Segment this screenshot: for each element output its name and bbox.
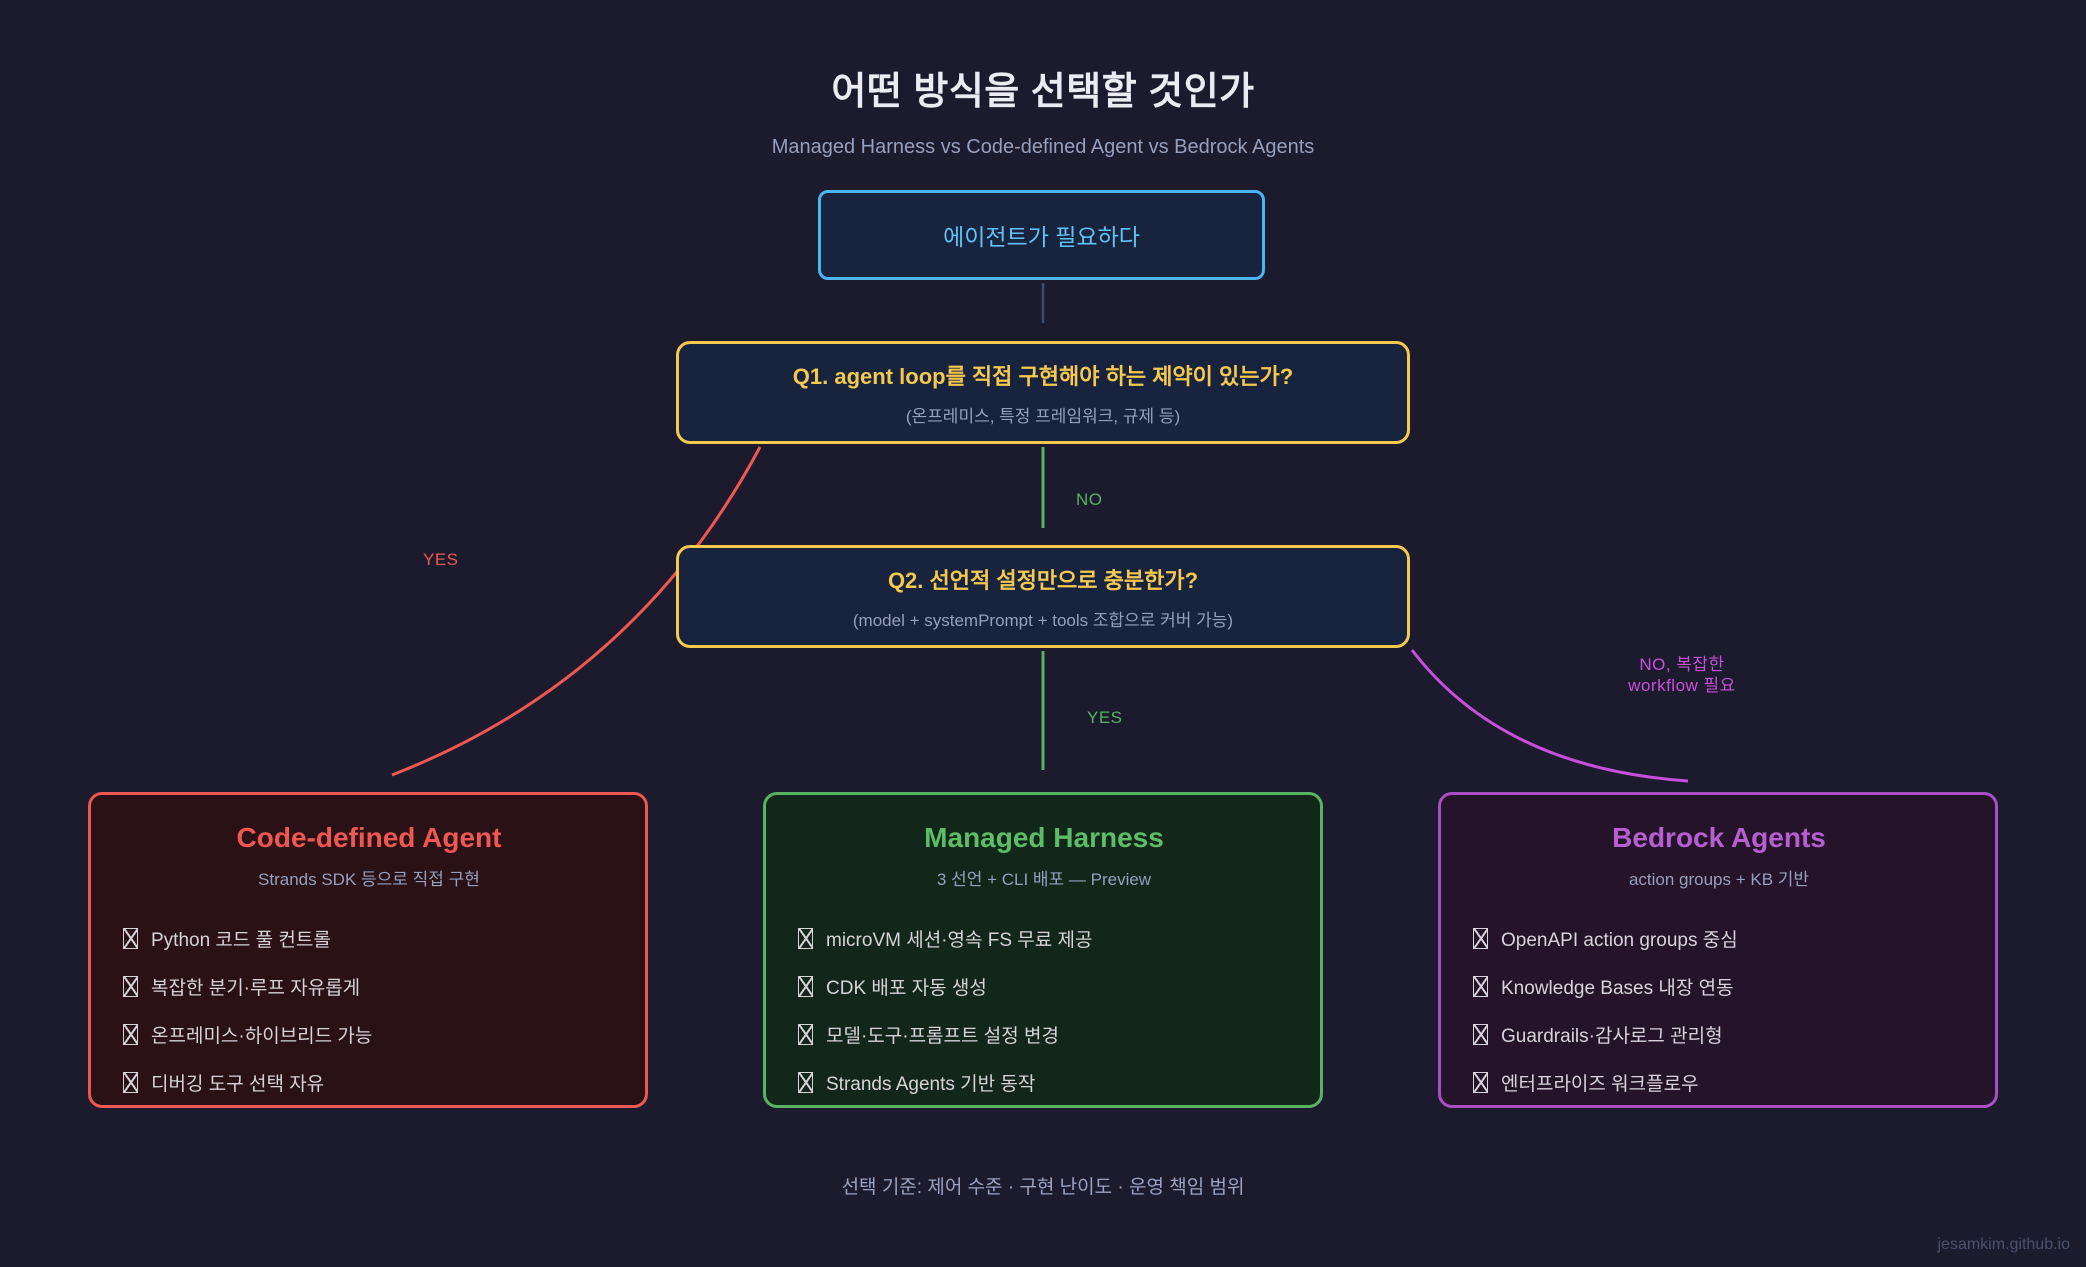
list-item: CDK 배포 자동 생성: [798, 973, 1290, 999]
list-item-label: OpenAPI action groups 중심: [1501, 929, 1738, 951]
selection-criteria-note: 선택 기준: 제어 수준 · 구현 난이도 · 운영 책임 범위: [841, 1177, 1245, 1198]
tofu-checkbox-icon: [1473, 1071, 1488, 1093]
card-code-defined-title: Code-defined Agent: [236, 822, 502, 853]
list-item-label: Python 코드 풀 컨트롤: [151, 929, 331, 951]
tofu-checkbox-icon: [798, 927, 813, 949]
list-item: 온프레미스·하이브리드 가능: [123, 1021, 615, 1047]
node-question-2: Q2. 선언적 설정만으로 충분한가? (model + systemPromp…: [676, 545, 1410, 648]
list-item: Python 코드 풀 컨트롤: [123, 925, 615, 951]
tofu-checkbox-icon: [798, 975, 813, 997]
tofu-checkbox-icon: [798, 1023, 813, 1045]
list-item: OpenAPI action groups 중심: [1473, 925, 1965, 951]
list-item-label: Knowledge Bases 내장 연동: [1501, 977, 1734, 999]
list-item-label: microVM 세션·영속 FS 무료 제공: [826, 929, 1093, 951]
tofu-checkbox-icon: [1473, 927, 1488, 949]
edge-label-q2-no-line2: workflow 필요: [1628, 676, 1736, 695]
page-subtitle: Managed Harness vs Code-defined Agent vs…: [771, 136, 1315, 158]
list-item-label: 복잡한 분기·루프 자유롭게: [151, 977, 361, 999]
card-managed-harness-items: microVM 세션·영속 FS 무료 제공 CDK 배포 자동 생성 모델·도…: [798, 925, 1290, 1095]
list-item: 엔터프라이즈 워크플로우: [1473, 1069, 1965, 1095]
card-bedrock-agents-subtitle: action groups + KB 기반: [1628, 870, 1810, 889]
edge-label-q1-yes: YES: [423, 550, 459, 569]
tofu-checkbox-icon: [123, 927, 138, 949]
edge-label-q2-yes: YES: [1087, 708, 1123, 727]
list-item: 디버깅 도구 선택 자유: [123, 1069, 615, 1095]
tofu-checkbox-icon: [123, 975, 138, 997]
list-item: Strands Agents 기반 동작: [798, 1069, 1290, 1095]
tofu-checkbox-icon: [1473, 1023, 1488, 1045]
list-item-label: 디버깅 도구 선택 자유: [151, 1073, 325, 1095]
card-code-defined-items: Python 코드 풀 컨트롤 복잡한 분기·루프 자유롭게 온프레미스·하이브…: [123, 925, 615, 1095]
list-item: Knowledge Bases 내장 연동: [1473, 973, 1965, 999]
q1-subtitle: (온프레미스, 특정 프레임워크, 규제 등): [905, 406, 1181, 426]
q2-title: Q2. 선언적 설정만으로 충분한가?: [887, 567, 1199, 593]
tofu-checkbox-icon: [123, 1023, 138, 1045]
edge-label-q2-no: NO, 복잡한 workflow 필요: [1582, 654, 1782, 696]
start-label: 에이전트가 필요하다: [943, 224, 1140, 250]
list-item-label: Guardrails·감사로그 관리형: [1501, 1025, 1723, 1047]
node-question-1: Q1. agent loop를 직접 구현해야 하는 제약이 있는가? (온프레…: [676, 341, 1410, 444]
page-title: 어떤 방식을 선택할 것인가: [831, 71, 1255, 113]
list-item: microVM 세션·영속 FS 무료 제공: [798, 925, 1290, 951]
edge-label-q1-no: NO: [1076, 490, 1103, 509]
list-item-label: CDK 배포 자동 생성: [826, 977, 987, 999]
tofu-checkbox-icon: [123, 1071, 138, 1093]
card-bedrock-agents-title: Bedrock Agents: [1612, 822, 1826, 853]
card-bedrock-agents: Bedrock Agents action groups + KB 기반 Ope…: [1438, 792, 1998, 1108]
list-item-label: 모델·도구·프롬프트 설정 변경: [826, 1025, 1059, 1047]
card-code-defined-agent: Code-defined Agent Strands SDK 등으로 직접 구현…: [88, 792, 648, 1108]
card-bedrock-agents-items: OpenAPI action groups 중심 Knowledge Bases…: [1473, 925, 1965, 1095]
card-managed-harness: Managed Harness 3 선언 + CLI 배포 — Preview …: [763, 792, 1323, 1108]
card-code-defined-subtitle: Strands SDK 등으로 직접 구현: [258, 870, 480, 889]
edge-label-q2-no-line1: NO, 복잡한: [1639, 655, 1725, 674]
list-item-label: 온프레미스·하이브리드 가능: [151, 1025, 373, 1047]
list-item: 복잡한 분기·루프 자유롭게: [123, 973, 615, 999]
list-item-label: Strands Agents 기반 동작: [826, 1073, 1036, 1095]
q1-title: Q1. agent loop를 직접 구현해야 하는 제약이 있는가?: [792, 363, 1294, 389]
tofu-checkbox-icon: [1473, 975, 1488, 997]
card-managed-harness-title: Managed Harness: [924, 822, 1164, 853]
tofu-checkbox-icon: [798, 1071, 813, 1093]
node-start: 에이전트가 필요하다: [818, 190, 1265, 280]
list-item-label: 엔터프라이즈 워크플로우: [1501, 1073, 1699, 1095]
list-item: Guardrails·감사로그 관리형: [1473, 1021, 1965, 1047]
list-item: 모델·도구·프롬프트 설정 변경: [798, 1021, 1290, 1047]
credit-text: jesamkim.github.io: [1937, 1236, 2071, 1253]
card-managed-harness-subtitle: 3 선언 + CLI 배포 — Preview: [936, 870, 1152, 889]
q2-subtitle: (model + systemPrompt + tools 조합으로 커버 가능…: [852, 610, 1234, 630]
